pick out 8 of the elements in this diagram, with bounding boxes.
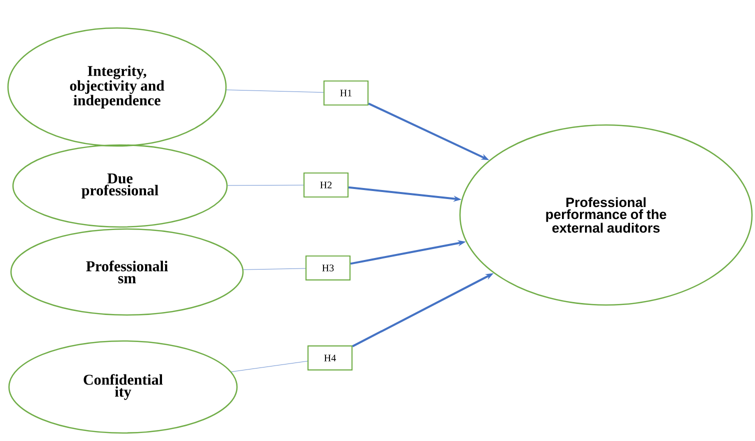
connector-line xyxy=(243,268,306,270)
hypothesis-box: H4 xyxy=(307,345,353,371)
connector-line xyxy=(231,360,308,372)
connector-line xyxy=(226,90,324,93)
hypothesis-box: H2 xyxy=(303,172,349,198)
connector-line xyxy=(227,184,304,186)
hypothesis-box: H1 xyxy=(323,80,369,106)
hypothesis-box: H3 xyxy=(305,255,351,281)
